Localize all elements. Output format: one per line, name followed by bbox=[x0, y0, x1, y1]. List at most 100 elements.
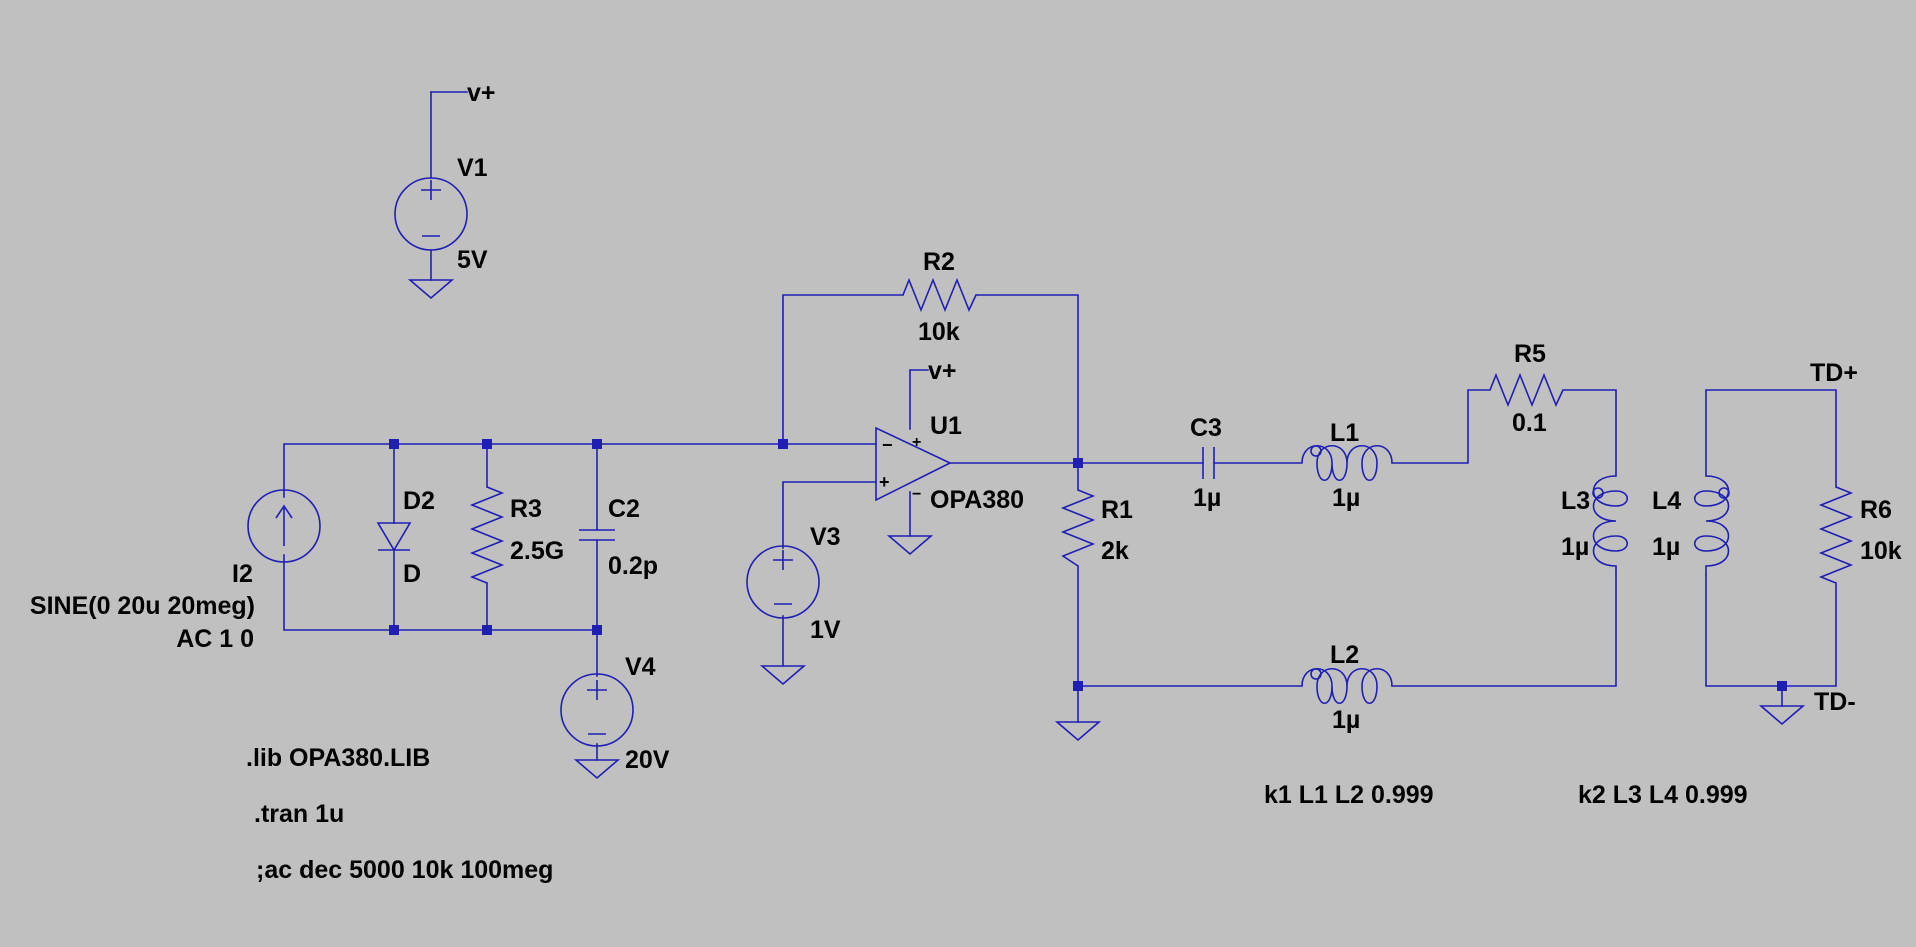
wire bbox=[909, 369, 929, 430]
current-source-icon bbox=[247, 489, 321, 563]
component-value-d2[interactable]: D bbox=[403, 560, 421, 588]
component-value-c2[interactable]: 0.2p bbox=[608, 552, 658, 580]
capacitor-c2[interactable] bbox=[579, 529, 615, 541]
ground-icon bbox=[573, 759, 621, 780]
component-value-r3[interactable]: 2.5G bbox=[510, 537, 564, 565]
labels: v+ v+ TD+ TD- V1 5V I2 SINE(0 20u 20meg)… bbox=[30, 79, 1902, 884]
junctions bbox=[389, 439, 1787, 691]
diode-d2[interactable] bbox=[376, 522, 412, 552]
resistor-r1[interactable] bbox=[1060, 489, 1096, 567]
directive-k2[interactable]: k2 L3 L4 0.999 bbox=[1578, 781, 1748, 809]
component-value-r1[interactable]: 2k bbox=[1101, 537, 1129, 565]
component-value-r5[interactable]: 0.1 bbox=[1512, 409, 1547, 437]
component-name-v1[interactable]: V1 bbox=[457, 154, 488, 182]
directive-k1[interactable]: k1 L1 L2 0.999 bbox=[1264, 781, 1434, 809]
component-value-v3[interactable]: 1V bbox=[810, 616, 841, 644]
phase-dot-icon bbox=[1718, 487, 1730, 499]
component-value-c3[interactable]: 1µ bbox=[1193, 484, 1221, 512]
wire bbox=[1391, 575, 1617, 687]
ground-icon bbox=[759, 665, 807, 686]
current-source-i2[interactable] bbox=[247, 489, 321, 563]
opamp-inverting-pin-mark: − bbox=[882, 435, 893, 455]
component-value-i2[interactable]: SINE(0 20u 20meg) bbox=[30, 592, 255, 620]
opamp-u1[interactable]: + − − + bbox=[875, 426, 952, 503]
component-value-l1[interactable]: 1µ bbox=[1332, 484, 1360, 512]
component-ac-i2[interactable]: AC 1 0 bbox=[176, 625, 254, 653]
wire bbox=[283, 554, 598, 631]
polarity-marks-icon bbox=[773, 550, 793, 605]
resistor-r5[interactable] bbox=[1489, 372, 1564, 408]
component-value-l4[interactable]: 1µ bbox=[1652, 533, 1680, 561]
wire bbox=[1562, 389, 1617, 477]
voltage-source-icon bbox=[746, 545, 820, 619]
junction-dot bbox=[389, 625, 399, 635]
component-name-d2[interactable]: D2 bbox=[403, 487, 435, 515]
component-name-u1[interactable]: U1 bbox=[930, 412, 962, 440]
inductor-icon bbox=[1301, 445, 1393, 482]
voltage-source-v4[interactable] bbox=[560, 673, 634, 747]
component-value-u1[interactable]: OPA380 bbox=[930, 486, 1024, 514]
resistor-r6[interactable] bbox=[1818, 486, 1854, 584]
component-name-l3[interactable]: L3 bbox=[1561, 487, 1590, 515]
ground-icon bbox=[407, 279, 455, 300]
junction-dot bbox=[1073, 681, 1083, 691]
component-name-l2[interactable]: L2 bbox=[1330, 641, 1359, 669]
inductor-l1[interactable] bbox=[1301, 445, 1393, 482]
polarity-marks-icon bbox=[421, 180, 441, 237]
wire bbox=[283, 443, 784, 498]
component-value-l3[interactable]: 1µ bbox=[1561, 533, 1589, 561]
inductor-l4[interactable] bbox=[1693, 475, 1730, 576]
directive-lib[interactable]: .lib OPA380.LIB bbox=[246, 744, 430, 772]
resistor-r3[interactable] bbox=[469, 486, 505, 584]
grounds bbox=[407, 279, 1806, 780]
resistor-r2[interactable] bbox=[902, 277, 977, 313]
junction-dot bbox=[1073, 458, 1083, 468]
component-name-r1[interactable]: R1 bbox=[1101, 496, 1133, 524]
component-name-l4[interactable]: L4 bbox=[1652, 487, 1681, 515]
diode-icon bbox=[376, 522, 412, 552]
component-name-r5[interactable]: R5 bbox=[1514, 340, 1546, 368]
net-label-vplus-opamp[interactable]: v+ bbox=[928, 357, 957, 385]
phase-dot-icon bbox=[1592, 487, 1604, 499]
component-name-i2[interactable]: I2 bbox=[232, 560, 253, 588]
component-name-r2[interactable]: R2 bbox=[923, 248, 955, 276]
component-value-r6[interactable]: 10k bbox=[1860, 537, 1902, 565]
net-label-td-plus[interactable]: TD+ bbox=[1810, 359, 1858, 387]
capacitor-c3[interactable] bbox=[1202, 447, 1215, 479]
net-label-vplus[interactable]: v+ bbox=[467, 79, 496, 107]
component-name-v3[interactable]: V3 bbox=[810, 523, 841, 551]
inductor-l2[interactable] bbox=[1301, 668, 1393, 705]
component-name-r3[interactable]: R3 bbox=[510, 495, 542, 523]
junction-dot bbox=[592, 439, 602, 449]
opamp-icon bbox=[875, 426, 952, 502]
opamp-vminus-pin-mark: − bbox=[912, 486, 921, 503]
junction-dot bbox=[482, 625, 492, 635]
component-name-v4[interactable]: V4 bbox=[625, 653, 656, 681]
voltage-source-v1[interactable] bbox=[394, 177, 468, 251]
component-name-l1[interactable]: L1 bbox=[1330, 419, 1359, 447]
directive-tran[interactable]: .tran 1u bbox=[254, 800, 344, 828]
component-name-c3[interactable]: C3 bbox=[1190, 414, 1222, 442]
phase-dot-icon bbox=[1310, 445, 1322, 457]
component-value-v4[interactable]: 20V bbox=[625, 746, 670, 774]
inductor-icon bbox=[1301, 668, 1393, 705]
junction-dot bbox=[1777, 681, 1787, 691]
component-value-r2[interactable]: 10k bbox=[918, 318, 960, 346]
wire bbox=[1077, 565, 1303, 687]
component-value-v1[interactable]: 5V bbox=[457, 246, 488, 274]
phase-dot-icon bbox=[1310, 668, 1322, 680]
polarity-marks-icon bbox=[587, 680, 607, 735]
arrow-up-icon bbox=[275, 504, 293, 546]
voltage-source-v3[interactable] bbox=[746, 545, 820, 619]
resistor-icon bbox=[1060, 489, 1096, 567]
component-name-r6[interactable]: R6 bbox=[1860, 496, 1892, 524]
directive-ac[interactable]: ;ac dec 5000 10k 100meg bbox=[256, 856, 553, 884]
component-name-c2[interactable]: C2 bbox=[608, 495, 640, 523]
resistor-icon bbox=[469, 486, 505, 584]
inductor-l3[interactable] bbox=[1592, 475, 1629, 576]
net-label-td-minus[interactable]: TD- bbox=[1814, 688, 1856, 716]
component-value-l2[interactable]: 1µ bbox=[1332, 706, 1360, 734]
opamp-noninverting-pin-mark: + bbox=[879, 472, 890, 492]
junction-dot bbox=[389, 439, 399, 449]
